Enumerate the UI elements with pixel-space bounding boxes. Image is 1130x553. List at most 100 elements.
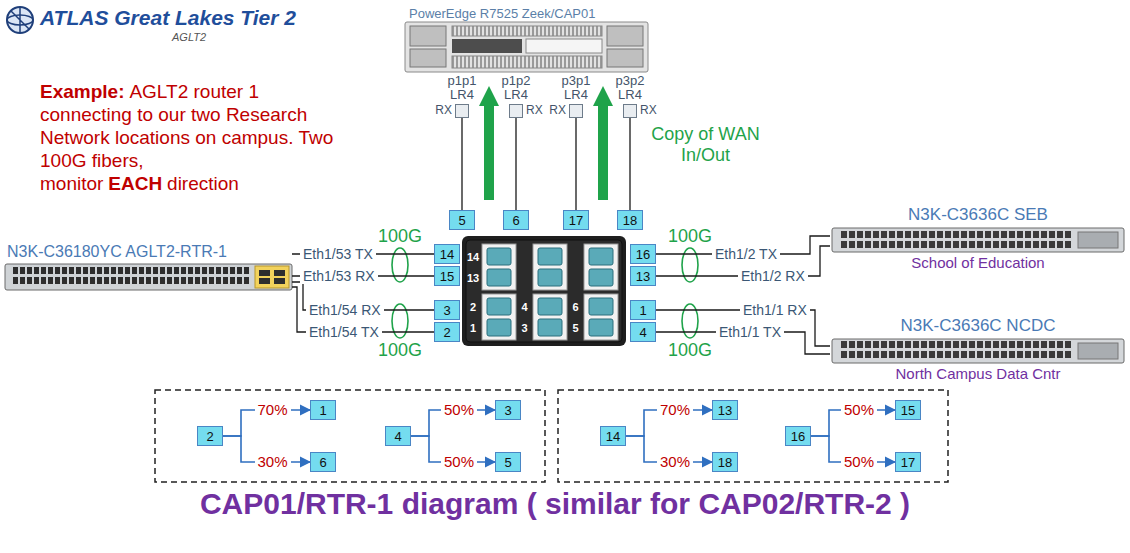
switch-node: N3K-C3636C NCDC North Campus Data Cntr [830,316,1126,383]
lc-jack [487,298,511,315]
port-number: 2 [206,429,213,444]
panel-port-number: 14 [467,251,479,263]
fiber-pair-oval [682,304,698,338]
patch-panel [462,236,626,346]
panel-port-number: 5 [572,322,578,334]
split-ratio: 70% [254,402,290,418]
patch-panel [462,236,626,346]
port-number-box: 14 [434,244,460,264]
link-speed: 100G [668,227,712,245]
splitter-group-box [155,390,545,482]
fiber-pair-oval [682,248,698,282]
server-chassis [526,39,602,53]
router-chassis [259,278,270,284]
switch-chassis [832,228,1124,363]
interface-label: Eth1/2 TX [712,246,780,262]
transceiver-node: p3p2 LR4RX [600,74,660,118]
port-number: 1 [319,403,326,418]
panel-port-number: 13 [467,272,479,284]
split-ratio: 50% [441,454,477,470]
port-number-box: 3 [434,300,460,320]
panel-module [584,294,618,340]
port-label: p3p1 LR4 [562,74,591,102]
fiber-link [575,118,576,210]
switch-chassis [840,340,1072,360]
fiber-pair-oval [392,304,408,338]
port-number: 17 [901,455,915,470]
lc-jack [589,248,613,265]
port-number: 3 [443,303,450,318]
patch-panel-node: 1413246135 [462,236,626,346]
panel-module [482,244,618,340]
interface-label: Eth1/1 RX [740,302,810,318]
port-number-box: 1 [310,400,336,420]
rx-label: RX [435,103,452,117]
port-number-box: 16 [785,426,811,446]
server-chassis [452,56,602,68]
link-speed: 100G [668,341,712,359]
fiber-pair-oval [392,248,408,282]
switch-chassis [840,230,1072,250]
port-label: p1p2 LR4 [502,74,531,102]
splitter-group-box [558,390,948,482]
port-number-box: 5 [495,452,521,472]
port-number: 18 [623,213,637,228]
port-number-box: 13 [712,400,738,420]
port-number-box: 2 [434,322,460,342]
lc-jack [487,248,511,265]
port-number: 16 [791,429,805,444]
copy-flow-arrow [479,86,613,200]
router-chassis [5,264,292,290]
diagram-caption: CAP01/RTR-1 diagram ( similar for CAP02/… [0,486,1110,522]
panel-module [482,294,516,340]
panel-module [584,244,618,290]
port-number-box: 2 [197,426,223,446]
lc-jack [538,298,562,315]
example-text: EACH [108,173,162,194]
lc-jack [589,298,613,315]
port-number: 2 [443,325,450,340]
port-number: 18 [718,455,732,470]
port-number: 16 [636,247,650,262]
switch-label: N3K-C3636C SEB [830,205,1126,225]
port-number: 17 [569,213,583,228]
router-label: N3K-C36180YC AGLT2-RTR-1 [5,242,292,262]
port-number-box: 6 [503,210,529,230]
port-number: 4 [394,429,401,444]
server-label: PowerEdge R7525 Zeek/CAP01 [405,4,648,22]
rx-label: RX [640,103,657,117]
router-chassis [274,270,285,276]
port-number-box: 17 [895,452,921,472]
lc-jack [538,248,562,265]
server-chassis [607,26,643,46]
port-number: 5 [458,213,465,228]
transceiver-node: p1p1 LR4RX [432,74,492,118]
port-number-box: 14 [600,426,626,446]
switch-label: N3K-C3636C NCDC [830,316,1126,336]
split-ratio: 50% [841,454,877,470]
panel-port-number: 1 [470,322,476,334]
split-ratio: 50% [441,402,477,418]
router-chassis [12,266,250,286]
port-number-box: 15 [895,400,921,420]
switch-chassis [832,228,1124,252]
panel-module [482,244,516,290]
router-chassis [274,278,285,284]
split-ratio: 70% [657,402,693,418]
link-speed: 100G [378,341,422,359]
example-text: direction [167,173,239,194]
port-number: 15 [901,403,915,418]
lc-jack [487,269,511,286]
lc-jack [538,319,562,336]
server-chassis [410,26,446,46]
patch-panel [466,240,622,342]
splitter-group-box [155,390,948,482]
flow-note: Copy of WAN In/Out [648,124,763,166]
port-number: 14 [440,247,454,262]
panel-module [533,244,567,290]
rx-label: RX [526,103,543,117]
port-number: 1 [639,303,646,318]
site-label: North Campus Data Cntr [830,365,1126,383]
